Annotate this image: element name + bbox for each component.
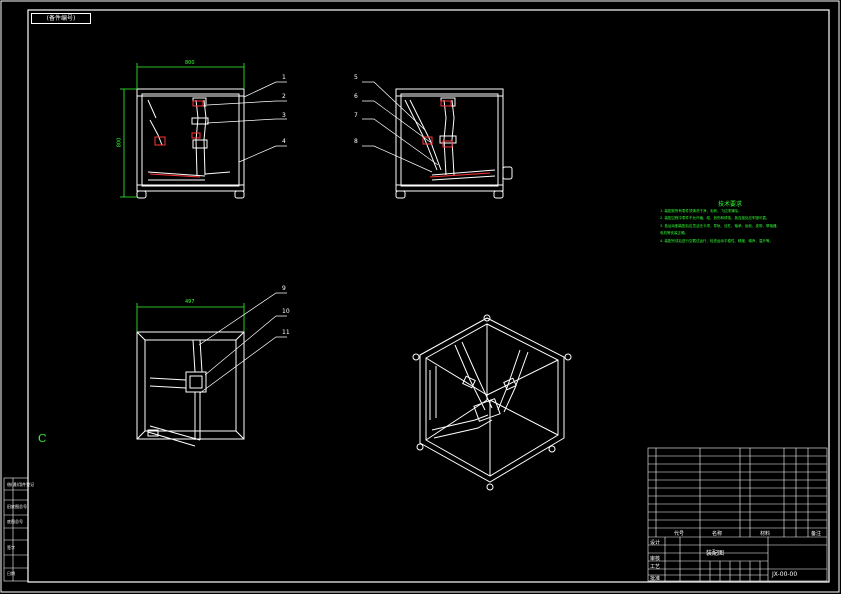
part-label-6: 6 [354, 93, 358, 100]
requirement-2: 2. 装配过程中零件不允许磕、碰、划伤和锈蚀，各连接处应牢固可靠。 [660, 216, 770, 220]
requirement-3: 3. 各运动副装配后应灵活无卡滞，导轨、丝杠、轴承、齿轮、皮带、联轴器、 [660, 224, 780, 228]
strip-label-5: 日期 [7, 571, 15, 576]
inner-frame [27, 9, 830, 583]
front-height-dim: 800 [116, 137, 123, 148]
requirement-1: 1. 装配前所有零件须清洗干净，毛刺、飞边须清除。 [660, 209, 742, 213]
strip-label-1: 借(通)用件登记 [7, 482, 35, 487]
iso-view [412, 314, 572, 491]
front-leaders [206, 81, 287, 163]
tb-header-code: 代号 [674, 531, 685, 537]
part-label-4: 4 [282, 138, 286, 145]
side-leaders [362, 81, 439, 173]
part-label-7: 7 [354, 112, 358, 119]
side-view-red [422, 100, 491, 178]
front-view [136, 88, 245, 199]
tb-header-material: 材料 [760, 531, 771, 537]
tb-row-design: 设计 [650, 540, 661, 546]
tb-header-remarks: 备注 [811, 531, 822, 537]
part-label-1: 1 [282, 74, 286, 81]
top-view [136, 331, 245, 447]
strip-label-4: 签字 [7, 545, 15, 550]
part-label-5: 5 [354, 74, 358, 81]
top-width-dim: 497 [185, 299, 195, 305]
strip-label-3: 底图总号 [7, 519, 23, 524]
requirement-3b: 电机等安装正确。 [660, 231, 688, 235]
part-label-11: 11 [282, 329, 290, 336]
part-label-2: 2 [282, 93, 286, 100]
tb-header-name: 名称 [712, 531, 723, 537]
requirements-title: 技术要求 [718, 201, 743, 208]
top-dimensions [136, 303, 245, 332]
front-view-red [149, 100, 204, 178]
tb-row-approve: 批准 [650, 576, 661, 582]
side-view [395, 88, 513, 199]
part-label-9: 9 [282, 285, 286, 292]
side-strip [3, 477, 29, 582]
tb-drawing-number: JX-00-00 [772, 571, 798, 578]
strip-label-2: 旧底图总号 [7, 504, 27, 509]
part-label-10: 10 [282, 308, 290, 315]
title-block [647, 447, 828, 582]
front-width-dim: 800 [185, 60, 195, 66]
tb-drawing-name: 装配图 [706, 550, 725, 557]
tb-row-process: 工艺 [650, 564, 661, 570]
tb-row-review: 审核 [650, 556, 661, 562]
requirement-4: 4. 装配完成后进行空载试运行，检查运动平稳性、精度、噪声、温升等。 [660, 239, 773, 243]
zone-letter: C [38, 432, 47, 445]
top-leaders [198, 292, 287, 394]
part-label-3: 3 [282, 112, 286, 119]
drawing-tag: (备件编号) [31, 13, 91, 24]
front-dimensions [120, 63, 245, 198]
part-label-8: 8 [354, 138, 358, 145]
